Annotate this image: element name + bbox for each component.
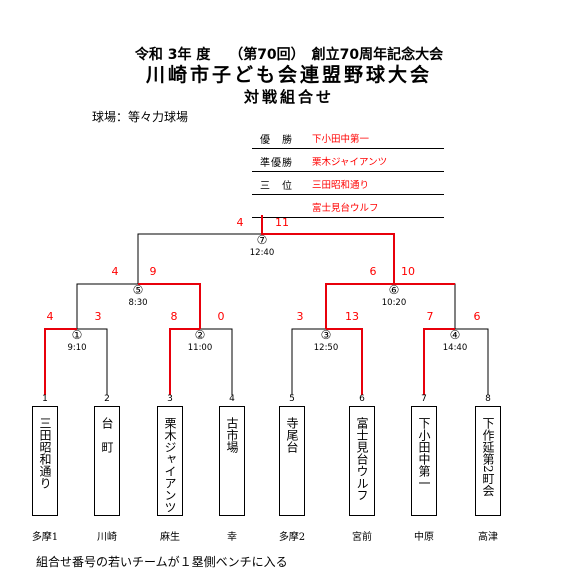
- result-value: 富士見台ウルフ: [312, 203, 379, 214]
- winner-line: [325, 283, 394, 329]
- score: 11: [275, 216, 289, 229]
- score: 7: [427, 310, 434, 323]
- team-region: 多摩2: [278, 532, 306, 543]
- score: 10: [401, 265, 415, 278]
- bracket-line: [76, 283, 138, 329]
- score: 13: [345, 310, 359, 323]
- score: 4: [112, 265, 119, 278]
- team-box: 台 町: [94, 406, 120, 516]
- team-name: 下作延第2町会: [481, 417, 495, 497]
- winner-line: [423, 328, 455, 395]
- footer-note: 組合せ番号の若いチームが１塁側ベンチに入る: [36, 555, 288, 569]
- team-name: 寺尾台: [285, 417, 299, 453]
- match-labels: ① ② ③ ④ ⑤ ⑥ ⑦: [72, 233, 461, 342]
- match-id: ⑤: [133, 283, 144, 297]
- match-time: 8:30: [128, 298, 147, 308]
- team-number: 3: [167, 394, 173, 404]
- match-id: ⑦: [257, 233, 268, 247]
- team-name: 富士見台ウルフ: [355, 417, 369, 501]
- team-number: 1: [42, 394, 48, 404]
- result-value: 下小田中第一: [312, 134, 370, 145]
- team-box: 下小田中第一: [411, 406, 437, 516]
- team-name: 台 町: [100, 417, 114, 453]
- team-name: 三田昭和通り: [38, 417, 52, 489]
- team-box: 栗木ジャイアンツ: [157, 406, 183, 516]
- match-time: 12:50: [314, 343, 339, 353]
- match-id: ②: [195, 328, 206, 342]
- winner-line: [169, 328, 200, 395]
- team-box: 下作延第2町会: [475, 406, 501, 516]
- bracket-line: [77, 328, 108, 395]
- team-name: 栗木ジャイアンツ: [163, 417, 177, 513]
- match-time: 14:40: [443, 343, 468, 353]
- team-region: 宮前: [352, 532, 372, 543]
- match-time: 9:10: [67, 343, 86, 353]
- result-row-runner-up: 準優勝 栗木ジャイアンツ: [252, 149, 444, 172]
- match-times: 9:10 11:00 12:50 14:40 8:30 10:20 12:40: [67, 248, 467, 353]
- match-id: ⑥: [389, 283, 400, 297]
- team-region: 多摩1: [31, 532, 59, 543]
- bracket-line: [455, 328, 489, 395]
- scores: 4 3 8 0 3 13 7 6 4 9 6 10 4 11: [47, 216, 481, 323]
- result-label: 準優勝: [260, 158, 293, 169]
- bracket-line: [291, 328, 326, 395]
- result-label: 三 位: [260, 181, 293, 192]
- score: 6: [370, 265, 377, 278]
- score: 8: [171, 310, 178, 323]
- venue-label: 球場：等々力球場: [92, 110, 189, 124]
- winner-line: [44, 328, 77, 395]
- match-id: ①: [72, 328, 83, 342]
- score: 3: [297, 310, 304, 323]
- team-name: 古市場: [225, 417, 239, 453]
- score: 6: [474, 310, 481, 323]
- winner-line: [261, 215, 395, 284]
- team-number: 6: [359, 394, 365, 404]
- team-region: 中原: [414, 532, 434, 543]
- page-title: 対戦組合せ: [243, 88, 334, 106]
- score: 4: [47, 310, 54, 323]
- match-time: 12:40: [250, 248, 275, 258]
- team-box: 寺尾台: [279, 406, 305, 516]
- winner-line: [138, 283, 201, 329]
- event-title: 川崎市子ども会連盟野球大会: [145, 64, 432, 86]
- result-row-champion: 優 勝 下小田中第一: [252, 126, 444, 149]
- team-region: 川崎: [97, 532, 117, 543]
- bracket-lines: [76, 233, 489, 395]
- match-time: 10:20: [382, 298, 407, 308]
- score: 9: [150, 265, 157, 278]
- team-region: 麻生: [160, 532, 180, 543]
- result-label: 優 勝: [260, 135, 293, 146]
- team-number: 8: [485, 394, 491, 404]
- team-number: 7: [421, 394, 427, 404]
- score: 0: [218, 310, 225, 323]
- team-number: 4: [229, 394, 235, 404]
- team-number: 2: [104, 394, 110, 404]
- team-number: 5: [289, 394, 295, 404]
- team-box: 三田昭和通り: [32, 406, 58, 516]
- team-region: 幸: [227, 532, 237, 543]
- result-value: 三田昭和通り: [312, 180, 370, 191]
- score: 4: [237, 216, 244, 229]
- team-name: 下小田中第一: [417, 417, 431, 489]
- bracket-line: [137, 233, 262, 284]
- result-row-third: 三 位 三田昭和通り: [252, 172, 444, 195]
- team-box: 富士見台ウルフ: [349, 406, 375, 516]
- results-table: 優 勝 下小田中第一 準優勝 栗木ジャイアンツ 三 位 三田昭和通り 富士見台ウ…: [252, 126, 444, 218]
- winner-lines: [44, 215, 455, 395]
- winner-line: [326, 328, 363, 395]
- match-time: 11:00: [188, 343, 213, 353]
- match-id: ③: [321, 328, 332, 342]
- event-subtitle: 令和 3年 度 （第70回） 創立70周年記念大会: [134, 47, 444, 63]
- bracket-line: [200, 328, 233, 395]
- score: 3: [95, 310, 102, 323]
- result-row-third-2: 富士見台ウルフ: [252, 195, 444, 218]
- match-id: ④: [450, 328, 461, 342]
- result-value: 栗木ジャイアンツ: [312, 157, 388, 168]
- team-region: 高津: [478, 532, 498, 543]
- team-box: 古市場: [219, 406, 245, 516]
